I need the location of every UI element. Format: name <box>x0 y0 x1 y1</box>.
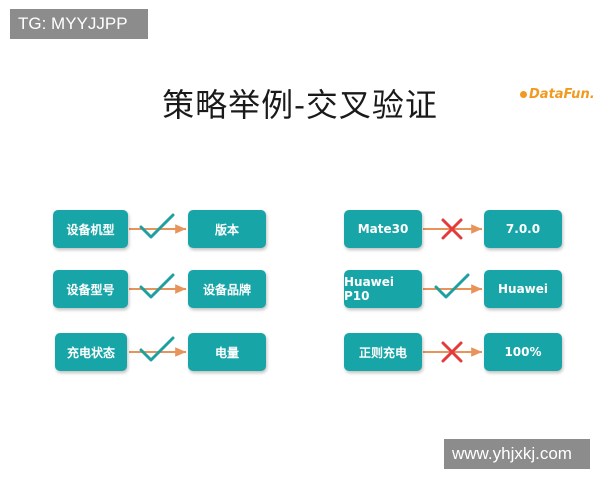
left-target-box-2: 设备品牌 <box>188 270 266 308</box>
left-target-label-1: 版本 <box>214 222 239 237</box>
left-target-box-1: 版本 <box>188 210 266 248</box>
right-target-label-1: 7.0.0 <box>505 222 541 236</box>
right-source-box-2: Huawei P10 <box>344 270 422 308</box>
left-source-box-1: 设备机型 <box>53 210 128 248</box>
right-source-label-3: 正则充电 <box>358 345 407 360</box>
slide-title: 策略举例-交叉验证 <box>162 86 438 124</box>
right-source-label-2: Huawei P10 <box>344 275 395 303</box>
left-source-box-2: 设备型号 <box>53 270 128 308</box>
watermark-top-left: TG: MYYJJPP <box>10 9 148 39</box>
right-source-box-1: Mate30 <box>344 210 422 248</box>
left-source-label-2: 设备型号 <box>66 282 115 297</box>
right-target-label-3: 100% <box>504 345 542 359</box>
left-check-icon-1 <box>139 213 175 239</box>
left-check-icon-3 <box>139 336 175 362</box>
watermark-top-left-text: TG: MYYJJPP <box>18 14 128 33</box>
right-cross-icon-3 <box>441 341 463 363</box>
logo-dot-icon <box>520 90 527 98</box>
watermark-bottom-right-text: www.yhjxkj.com <box>452 444 572 463</box>
left-target-label-3: 电量 <box>214 345 239 360</box>
left-target-label-2: 设备品牌 <box>202 282 251 297</box>
left-check-icon-2 <box>139 273 175 299</box>
right-target-label-2: Huawei <box>497 282 549 296</box>
watermark-bottom-right: www.yhjxkj.com <box>444 439 590 469</box>
right-target-box-3: 100% <box>484 333 562 371</box>
left-target-box-3: 电量 <box>188 333 266 371</box>
right-source-label-1: Mate30 <box>357 222 409 236</box>
datafun-logo: DataFun. <box>520 84 596 104</box>
right-check-icon-2 <box>434 273 470 299</box>
logo-text: DataFun. <box>529 86 595 102</box>
left-source-label-1: 设备机型 <box>66 222 115 237</box>
left-source-box-3: 充电状态 <box>55 333 127 371</box>
left-source-label-3: 充电状态 <box>66 345 115 360</box>
right-target-box-2: Huawei <box>484 270 562 308</box>
right-source-box-3: 正则充电 <box>344 333 422 371</box>
right-target-box-1: 7.0.0 <box>484 210 562 248</box>
right-cross-icon-1 <box>441 218 463 240</box>
